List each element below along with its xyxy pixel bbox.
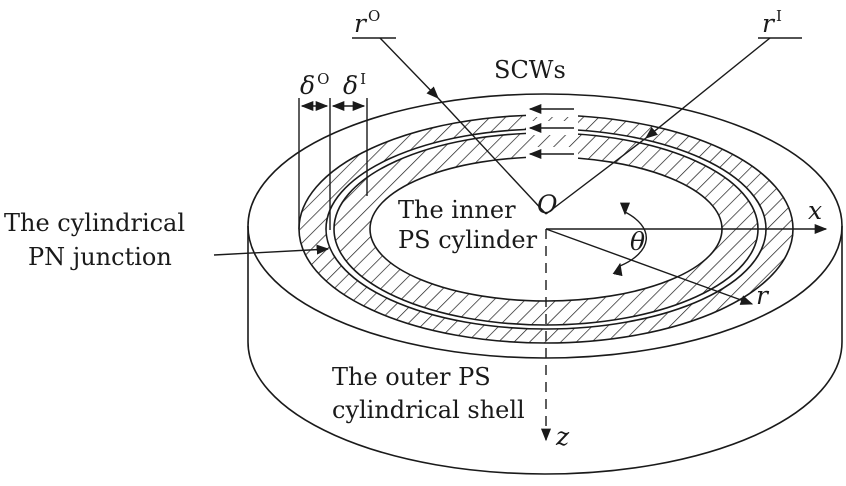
outer-ps-label-line2: cylindrical shell [332,396,525,424]
cylindrical-pn-label-line2: PN junction [28,243,172,271]
theta-symbol: θ [630,227,645,256]
r-inner-continue [545,137,647,215]
x-axis-symbol: x [808,196,822,225]
r-axis [545,228,754,305]
scws-label: SCWs [494,56,566,84]
outer-shell-side [247,226,843,475]
r-outer-leader [379,37,439,99]
theta-arc [619,211,648,267]
z-axis-symbol: z [555,422,570,451]
pn-leader [213,244,330,256]
cylindrical-pn-label-line1: The cylindrical [4,209,185,237]
outer-shell-top [247,93,843,359]
r-axis-symbol: r [756,281,770,310]
origin-symbol: O [537,190,558,219]
outer-ps-label-line1: The outer PS [332,363,491,391]
inner-ps-label-line2: PS cylinder [398,226,538,254]
inner-ps-label-line1: The inner [398,196,516,224]
r-outer-continue [437,97,547,215]
r-inner-leader [645,37,771,139]
